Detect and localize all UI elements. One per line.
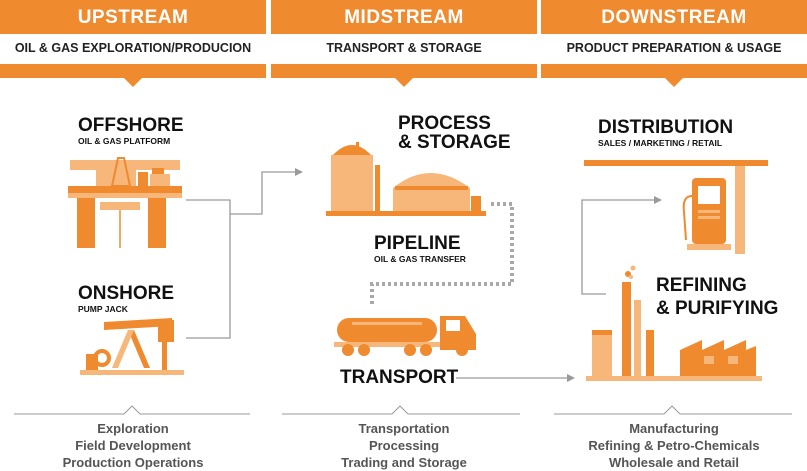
storage-tanks-icon (326, 142, 486, 216)
footer-item: Production Operations (62, 455, 204, 470)
distribution-subtitle: SALES / MARKETING / RETAIL (598, 138, 723, 148)
pipeline-label: PIPELINE OIL & GAS TRANSFER (374, 234, 466, 264)
midstream-bar (271, 64, 537, 87)
process-title-line2: & STORAGE (398, 132, 511, 153)
distribution-title: DISTRIBUTION (598, 117, 734, 138)
refinery-icon (586, 265, 762, 381)
fuel-pump-icon (584, 160, 768, 254)
pipeline-dotted-path (370, 202, 514, 306)
connector-lines (186, 171, 655, 379)
offshore-platform-icon (68, 157, 182, 248)
process-title-line1: PROCESS (398, 113, 491, 134)
footer-dividers (14, 405, 792, 415)
onshore-subtitle: PUMP JACK (78, 304, 128, 314)
connector-arrowheads (295, 168, 662, 382)
refining-title-line2: & PURIFYING (656, 298, 779, 319)
transport-label: TRANSPORT (340, 368, 458, 387)
onshore-title: ONSHORE (78, 283, 175, 304)
footer-item: Exploration (97, 421, 169, 436)
upstream-footer: Exploration Field Development Production… (0, 420, 266, 471)
upstream-subtitle: OIL & GAS EXPLORATION/PRODUCION (14, 41, 252, 55)
refining-label: REFINING & PURIFYING (656, 276, 778, 318)
footer-item: Manufacturing (629, 421, 719, 436)
upstream-header: UPSTREAM (0, 0, 266, 34)
offshore-title: OFFSHORE (78, 115, 184, 136)
process-label: PROCESS & STORAGE (398, 114, 511, 152)
refining-title-line1: REFINING (656, 275, 747, 296)
onshore-label: ONSHORE PUMP JACK (78, 284, 174, 314)
downstream-subtitle: PRODUCT PREPARATION & USAGE (566, 41, 782, 55)
pipeline-subtitle: OIL & GAS TRANSFER (374, 254, 466, 264)
offshore-subtitle: OIL & GAS PLATFORM (78, 136, 171, 146)
footer-item: Field Development (75, 438, 191, 453)
midstream-header: MIDSTREAM (271, 0, 537, 34)
pump-jack-icon (80, 318, 184, 375)
footer-item: Trading and Storage (341, 455, 467, 470)
footer-item: Wholesale and Retail (608, 455, 740, 470)
footer-item: Processing (368, 438, 440, 453)
footer-item: Refining & Petro-Chemicals (588, 438, 760, 453)
midstream-footer: Transportation Processing Trading and St… (271, 420, 537, 471)
transport-title: TRANSPORT (340, 367, 459, 388)
pipeline-title: PIPELINE (374, 233, 461, 254)
offshore-label: OFFSHORE OIL & GAS PLATFORM (78, 116, 184, 146)
footer-item: Transportation (358, 421, 450, 436)
midstream-subtitle: TRANSPORT & STORAGE (326, 41, 482, 55)
upstream-bar (0, 64, 266, 87)
downstream-bar (541, 64, 807, 87)
downstream-footer: Manufacturing Refining & Petro-Chemicals… (541, 420, 807, 471)
tanker-truck-icon (334, 316, 476, 356)
downstream-header: DOWNSTREAM (541, 0, 807, 34)
distribution-label: DISTRIBUTION SALES / MARKETING / RETAIL (598, 118, 733, 148)
